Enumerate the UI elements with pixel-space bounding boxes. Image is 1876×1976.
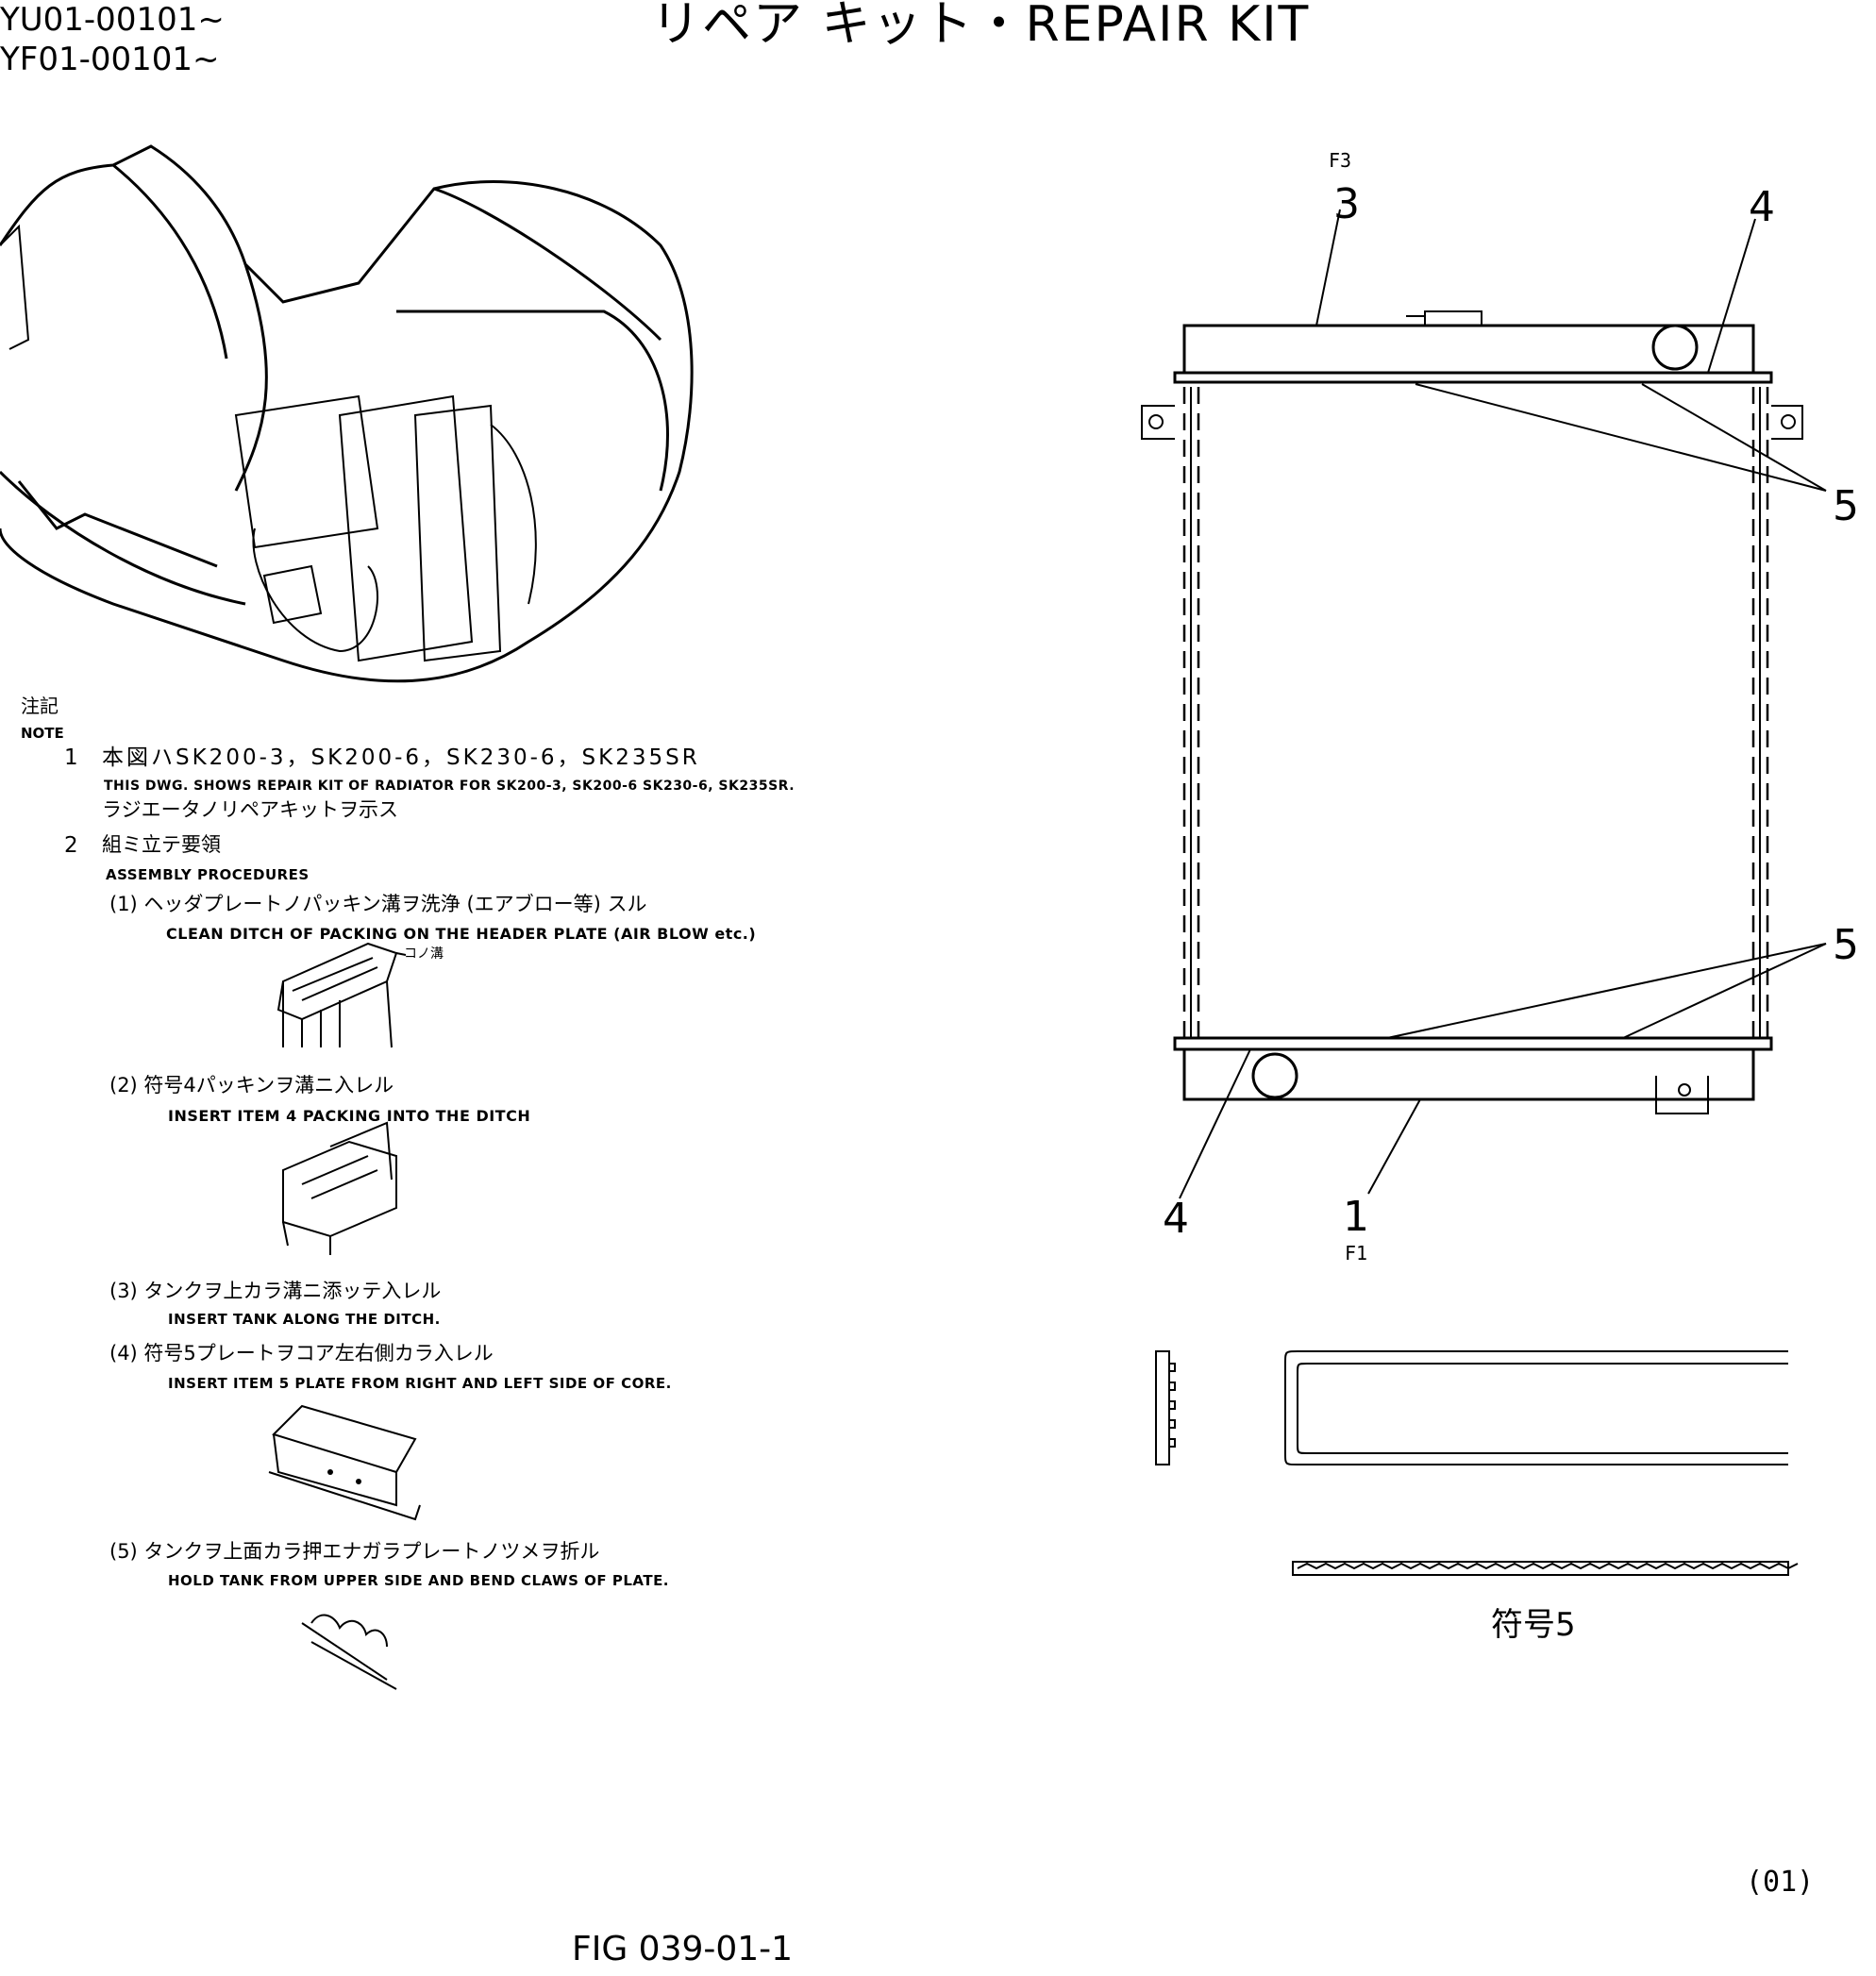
- serial-range-1: YU01-00101~: [0, 1, 225, 39]
- callout-1: 1: [1343, 1193, 1369, 1241]
- step4-jp: (4) 符号5プレートヲコア左右側カラ入レル: [109, 1342, 494, 1365]
- machine-overview-illustration: [0, 144, 694, 683]
- note-item2-number: 2: [64, 833, 78, 858]
- callout-4-bottom: 4: [1163, 1195, 1189, 1243]
- note-item2-en: ASSEMBLY PROCEDURES: [106, 866, 310, 883]
- step5-en: HOLD TANK FROM UPPER SIDE AND BEND CLAWS…: [168, 1572, 670, 1589]
- ditch-label: コノ溝: [404, 946, 444, 962]
- callout-3: 3: [1333, 180, 1360, 228]
- step2-en: INSERT ITEM 4 PACKING INTO THE DITCH: [168, 1107, 531, 1125]
- step1-illustration: [276, 942, 407, 1048]
- callout-4-top: 4: [1749, 183, 1775, 231]
- item5-plate-illustration: [1155, 1350, 1799, 1576]
- note-heading-en: NOTE: [21, 725, 64, 742]
- step4-en: INSERT ITEM 5 PLATE FROM RIGHT AND LEFT …: [168, 1375, 672, 1392]
- step1-jp: (1) ヘッダプレートノパッキン溝ヲ洗浄 (エアブロー等) スル: [109, 893, 647, 915]
- serial-range-2: YF01-00101~: [0, 41, 220, 78]
- callout-5-bottom: 5: [1833, 921, 1859, 969]
- step1-en: CLEAN DITCH OF PACKING ON THE HEADER PLA…: [166, 925, 757, 943]
- note-item1-number: 1: [64, 745, 78, 770]
- note-item1-en: THIS DWG. SHOWS REPAIR KIT OF RADIATOR F…: [104, 779, 796, 794]
- step3-jp: (3) タンクヲ上カラ溝ニ添ッテ入レル: [109, 1280, 442, 1302]
- note-item1-jp: 本図ハSK200-3，SK200-6，SK230-6，SK235SR: [102, 745, 700, 770]
- callout-f1: F1: [1345, 1242, 1368, 1264]
- step5-jp: (5) タンクヲ上面カラ押エナガラプレートノツメヲ折ル: [109, 1540, 600, 1563]
- callout-5-top: 5: [1833, 482, 1859, 530]
- step4-illustration: [268, 1404, 421, 1521]
- step3-en: INSERT TANK ALONG THE DITCH.: [168, 1311, 441, 1328]
- note-item1-jp2: ラジエータノリペアキットヲ示ス: [102, 798, 398, 821]
- revision-number: (01): [1746, 1866, 1815, 1899]
- step2-jp: (2) 符号4パッキンヲ溝ニ入レル: [109, 1074, 394, 1097]
- callout-f3: F3: [1329, 149, 1352, 172]
- figure-number: FIG 039-01-1: [572, 1930, 794, 1968]
- item5-label: 符号5: [1491, 1606, 1576, 1644]
- step2-illustration: [282, 1121, 397, 1255]
- page-title: リペア キット・REPAIR KIT: [651, 0, 1311, 53]
- step5-illustration: [301, 1614, 397, 1690]
- radiator-illustration: [1141, 209, 1827, 1199]
- note-heading-jp: 注記: [21, 695, 59, 717]
- note-item2-jp: 組ミ立テ要領: [102, 833, 221, 856]
